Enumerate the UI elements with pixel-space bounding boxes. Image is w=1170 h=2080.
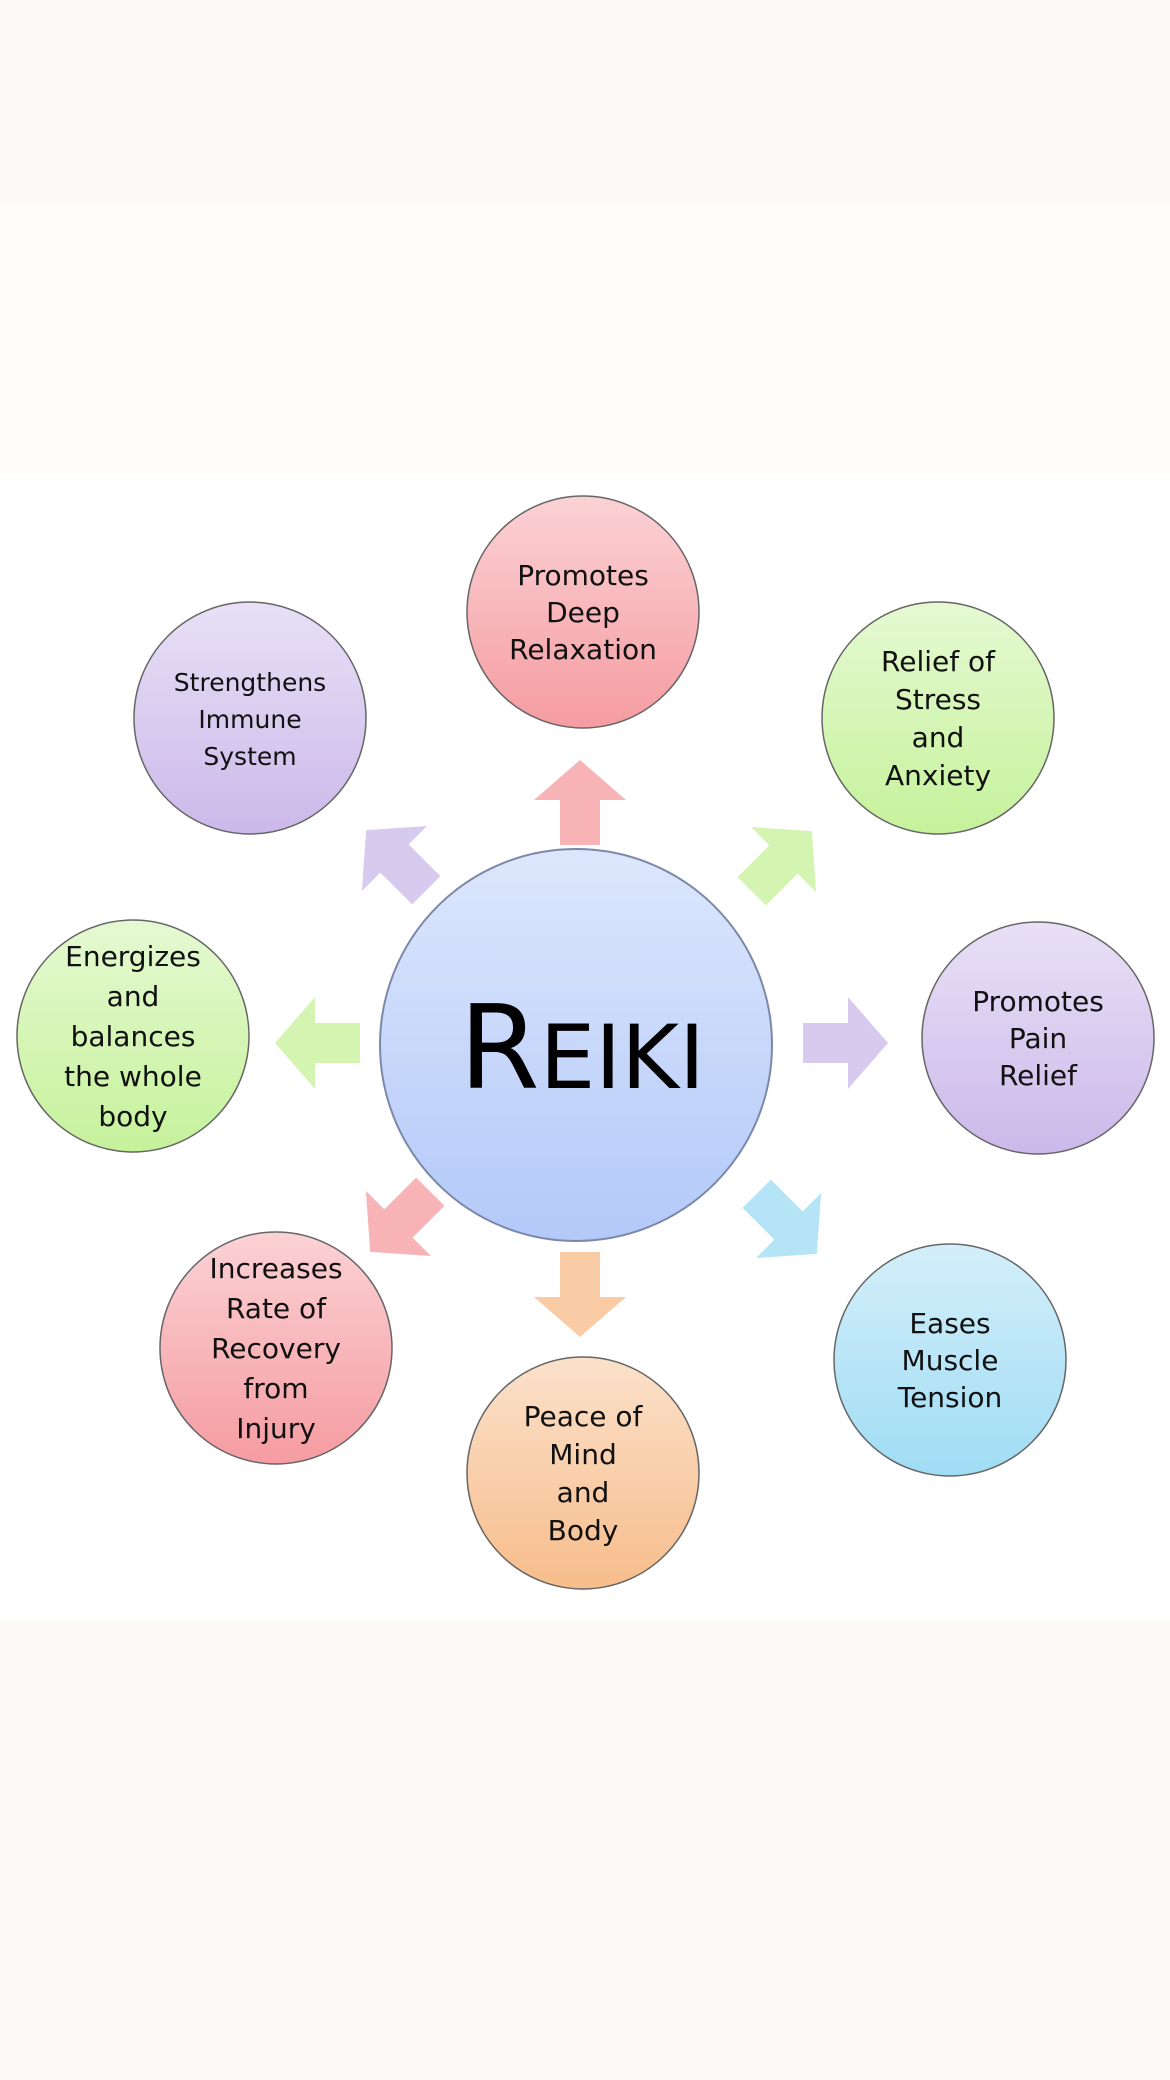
eases-muscle-tension-circle xyxy=(833,1243,1067,1477)
increases-rate-of-recovery-circle xyxy=(159,1231,393,1465)
energizes-and-balances-label-line: and xyxy=(107,980,160,1013)
energizes-and-balances-label-line: balances xyxy=(71,1020,196,1053)
center-label-rest: EIKI xyxy=(540,1006,705,1109)
center-node: REIKI xyxy=(379,848,773,1242)
energizes-and-balances-circle xyxy=(16,919,250,1153)
peace-of-mind-and-body-label-line: Body xyxy=(548,1514,619,1547)
increases-rate-of-recovery-label-line: Increases xyxy=(209,1252,342,1285)
node-energizes-and-balances: Energizes and balances the whole body xyxy=(16,919,250,1153)
strengthens-immune-system-circle xyxy=(133,601,367,835)
promotes-deep-relaxation-label-line: Promotes xyxy=(517,559,649,592)
center-label-initial: R xyxy=(459,981,540,1116)
promotes-pain-relief-circle xyxy=(921,921,1155,1155)
energizes-and-balances-label-line: Energizes xyxy=(65,940,201,973)
increases-rate-of-recovery-label-line: from xyxy=(243,1372,308,1405)
eases-muscle-tension-label-line: Muscle xyxy=(902,1344,999,1377)
bottom-band xyxy=(0,1620,1170,2080)
arrows-layer xyxy=(275,760,888,1337)
center-circle xyxy=(379,848,773,1242)
promotes-deep-relaxation-circle xyxy=(466,495,700,729)
relief-of-stress-and-anxiety-label-line: Stress xyxy=(895,683,981,716)
eases-muscle-tension-label-line: Tension xyxy=(897,1381,1003,1414)
promotes-deep-relaxation-arrow xyxy=(534,760,626,845)
peace-of-mind-and-body-circle xyxy=(466,1356,700,1590)
energizes-and-balances-arrow xyxy=(275,997,360,1089)
center-label: REIKI xyxy=(459,981,705,1116)
relief-of-stress-and-anxiety-circle xyxy=(821,601,1055,835)
energizes-and-balances-label-line: the whole xyxy=(64,1060,202,1093)
peace-of-mind-and-body-label-line: and xyxy=(557,1476,610,1509)
peace-of-mind-and-body-label-line: Mind xyxy=(549,1438,616,1471)
increases-rate-of-recovery-label-line: Injury xyxy=(236,1412,316,1445)
strengthens-immune-system-label-line: Strengthens xyxy=(174,668,326,697)
increases-rate-of-recovery-arrow xyxy=(365,1177,445,1257)
promotes-deep-relaxation-label-line: Relaxation xyxy=(509,633,657,666)
strengthens-immune-system-label-line: Immune xyxy=(198,705,301,734)
increases-rate-of-recovery-label-line: Rate of xyxy=(226,1292,327,1325)
energizes-and-balances-label-line: body xyxy=(98,1100,167,1133)
peace-of-mind-and-body-arrow xyxy=(534,1252,626,1337)
promotes-pain-relief-label-line: Pain xyxy=(1009,1022,1067,1055)
promotes-pain-relief-label-line: Promotes xyxy=(972,985,1104,1018)
relief-of-stress-and-anxiety-label-line: and xyxy=(912,721,965,754)
relief-of-stress-and-anxiety-arrow xyxy=(737,826,817,906)
strengthens-immune-system-arrow xyxy=(361,825,441,905)
peace-of-mind-and-body-label-line: Peace of xyxy=(524,1400,644,1433)
relief-of-stress-and-anxiety-label-line: Relief of xyxy=(881,645,996,678)
increases-rate-of-recovery-label-line: Recovery xyxy=(211,1332,341,1365)
relief-of-stress-and-anxiety-label-line: Anxiety xyxy=(885,759,991,792)
eases-muscle-tension-arrow xyxy=(742,1179,822,1259)
top-band xyxy=(0,0,1170,205)
promotes-deep-relaxation-label-line: Deep xyxy=(546,596,620,629)
strengthens-immune-system-label-line: System xyxy=(203,742,296,771)
promotes-pain-relief-arrow xyxy=(803,997,888,1089)
promotes-pain-relief-label-line: Relief xyxy=(999,1059,1078,1092)
eases-muscle-tension-label-line: Eases xyxy=(909,1307,990,1340)
